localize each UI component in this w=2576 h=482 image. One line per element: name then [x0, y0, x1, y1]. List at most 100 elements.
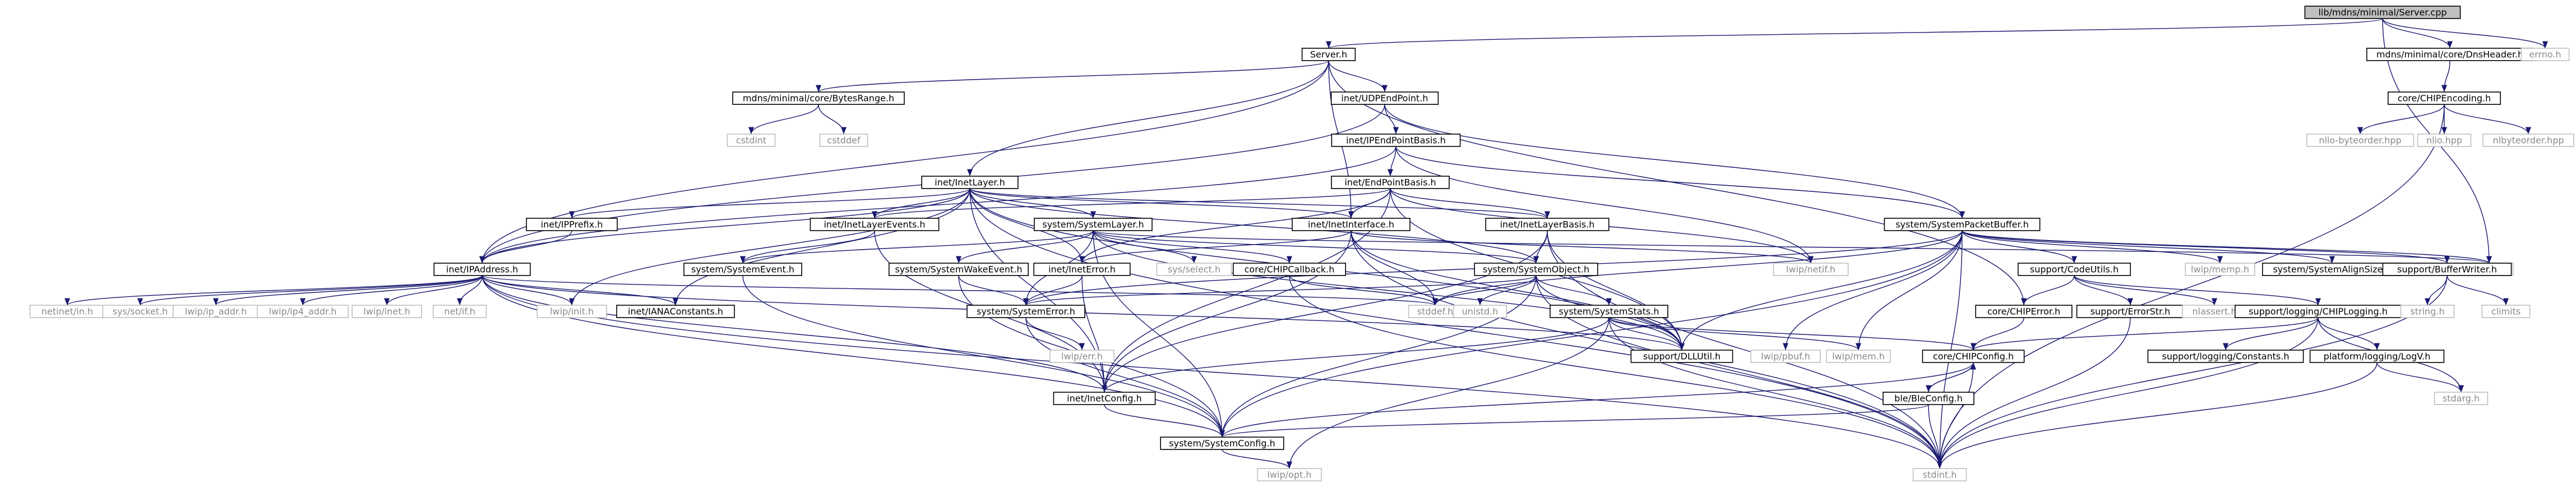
- node-label: system/SystemError.h: [977, 306, 1075, 317]
- node-label: core/CHIPCallback.h: [1245, 264, 1335, 275]
- node-box: [1331, 176, 1450, 189]
- node-box: [1053, 392, 1156, 405]
- edge-inet-inetconfig-h-to-system-systemconfig-h: [1104, 404, 1225, 438]
- node-inet-inetconfig-h[interactable]: inet/InetConfig.h: [1053, 392, 1156, 405]
- edge-platform-logging-logv-h-to-stdarg-h: [2376, 362, 2464, 393]
- node-label: ble/BleConfig.h: [1894, 393, 1963, 404]
- edge-system-systemstats-h-to-stdint-h: [1608, 317, 1943, 469]
- edge-system-systemstats-h-to-core-chipconfig-h: [1608, 317, 1976, 351]
- edge-system-systempacketbuffer-h-to-lwip-pbuf-h: [1782, 230, 1963, 351]
- node-stdarg-h: stdarg.h: [2434, 392, 2489, 405]
- node-box: [616, 305, 735, 318]
- node-label: lwip/pbuf.h: [1761, 351, 1810, 362]
- edge-lib-mdns-minimal-server-cpp-to-errno-h: [2382, 18, 2548, 49]
- edge-ble-bleconfig-h-to-system-systemconfig-h: [1219, 404, 1929, 438]
- node-label: netinet/in.h: [41, 306, 93, 317]
- node-net-if-h: net/if.h: [432, 305, 487, 318]
- node-inet-ipendpointbasis-h[interactable]: inet/IPEndPointBasis.h: [1331, 134, 1461, 147]
- edge-support-logging-chiplogging-h-to-core-chipconfig-h: [1971, 317, 2319, 351]
- edge-support-logging-chiplogging-h-to-support-logging-constants-h: [2223, 317, 2319, 351]
- node-system-systemstats-h[interactable]: system/SystemStats.h: [1550, 305, 1668, 318]
- edge-system-systempacketbuffer-h-to-system-systemalignsize-h: [1962, 230, 2335, 264]
- node-sys-select-h: sys/select.h: [1156, 263, 1232, 276]
- edge-support-codeutils-h-to-nlassert-h: [2074, 275, 2217, 306]
- node-label: inet/InetLayerBasis.h: [1500, 219, 1595, 230]
- node-mdns-minimal-core-bytesrange-h[interactable]: mdns/minimal/core/BytesRange.h: [732, 91, 905, 105]
- edge-inet-ipaddress-h-to-stddef-h: [482, 275, 1438, 306]
- node-lib-mdns-minimal-server-cpp[interactable]: lib/mdns/minimal/Server.cpp: [2304, 6, 2461, 19]
- node-inet-udpendpoint-h[interactable]: inet/UDPEndPoint.h: [1330, 91, 1439, 105]
- node-box: [889, 263, 1029, 276]
- node-label: support/ErrorStr.h: [2091, 306, 2171, 317]
- node-lwip-inet-h: lwip/inet.h: [352, 305, 422, 318]
- node-system-systemalignsize-h[interactable]: system/SystemAlignSize.h: [2262, 263, 2403, 276]
- node-label: platform/logging/LogV.h: [2324, 351, 2431, 362]
- node-label: system/SystemLayer.h: [1042, 219, 1144, 230]
- node-inet-inetinterface-h[interactable]: inet/InetInterface.h: [1292, 218, 1410, 231]
- node-box: [1257, 468, 1322, 481]
- node-system-systempacketbuffer-h[interactable]: system/SystemPacketBuffer.h: [1884, 218, 2041, 231]
- node-cstdint: cstdint: [727, 134, 776, 147]
- node-support-logging-chiplogging-h[interactable]: support/logging/CHIPLogging.h: [2235, 305, 2402, 318]
- edge-inet-inetinterface-h-to-support-dllutil-h: [1351, 230, 1685, 351]
- node-system-systemwakeevent-h[interactable]: system/SystemWakeEvent.h: [889, 263, 1029, 276]
- edge-inet-inetinterface-h-to-stddef-h: [1351, 230, 1439, 306]
- edge-inet-udpendpoint-h-to-system-systempacketbuffer-h: [1384, 104, 1965, 219]
- node-box: [257, 305, 349, 318]
- edge-layer: [64, 18, 2548, 469]
- node-lwip-pbuf-h: lwip/pbuf.h: [1750, 350, 1821, 363]
- node-label: support/logging/CHIPLogging.h: [2249, 306, 2388, 317]
- node-label: support/CodeUtils.h: [2030, 264, 2119, 275]
- edge-inet-inetlayer-h-to-inet-inetlayerbasis-h: [969, 188, 1550, 219]
- node-label: system/SystemObject.h: [1483, 264, 1589, 275]
- edge-inet-inetlayer-h-to-inet-ianaconstants-h: [673, 188, 970, 306]
- node-core-chipconfig-h[interactable]: core/CHIPConfig.h: [1922, 350, 2025, 363]
- node-box: [1301, 48, 1356, 61]
- edge-support-bufferwriter-h-to-climits: [2446, 275, 2509, 306]
- edge-lib-mdns-minimal-server-cpp-to-server-h: [1326, 18, 2383, 49]
- node-inet-ipaddress-h[interactable]: inet/IPAddress.h: [433, 263, 531, 276]
- edge-system-systemlayer-h-to-system-systemwakeevent-h: [956, 230, 1094, 264]
- node-box: [2309, 350, 2445, 363]
- node-system-systemconfig-h[interactable]: system/SystemConfig.h: [1160, 437, 1284, 450]
- node-support-dllutil-h[interactable]: support/DLLUtil.h: [1630, 350, 1733, 363]
- node-inet-ineterror-h[interactable]: inet/InetError.h: [1033, 263, 1131, 276]
- node-core-chipcallback-h[interactable]: core/CHIPCallback.h: [1233, 263, 1347, 276]
- node-system-systemlayer-h[interactable]: system/SystemLayer.h: [1034, 218, 1153, 231]
- node-mdns-minimal-core-dnsheader-h[interactable]: mdns/minimal/core/DnsHeader.h: [2366, 48, 2533, 61]
- edge-inet-ineterror-h-to-inet-inetconfig-h: [1081, 275, 1108, 393]
- node-inet-inetlayerevents-h[interactable]: inet/InetLayerEvents.h: [810, 218, 940, 231]
- node-support-errorstr-h[interactable]: support/ErrorStr.h: [2076, 305, 2185, 318]
- edge-server-h-to-core-chiperror-h: [1328, 60, 2027, 306]
- node-inet-endpointbasis-h[interactable]: inet/EndPointBasis.h: [1331, 176, 1450, 189]
- node-core-chiperror-h[interactable]: core/CHIPError.h: [1975, 305, 2073, 318]
- node-nlio-byteorder-hpp: nlio-byteorder.hpp: [2306, 134, 2415, 147]
- node-support-logging-constants-h[interactable]: support/logging/Constants.h: [2147, 350, 2304, 363]
- node-inet-ipprefix-h[interactable]: inet/IPPrefix.h: [526, 218, 618, 231]
- node-support-bufferwriter-h[interactable]: support/BufferWriter.h: [2382, 263, 2512, 276]
- node-inet-inetlayer-h[interactable]: inet/InetLayer.h: [921, 176, 1019, 189]
- node-server-h[interactable]: Server.h: [1301, 48, 1356, 61]
- edge-platform-logging-logv-h-to-stdint-h: [1937, 362, 2378, 469]
- node-system-systemerror-h[interactable]: system/SystemError.h: [966, 305, 1085, 318]
- node-lwip-mem-h: lwip/mem.h: [1826, 350, 1891, 363]
- edge-system-systemlayer-h-to-sys-select-h: [1093, 230, 1197, 264]
- node-system-systemevent-h[interactable]: system/SystemEvent.h: [683, 263, 802, 276]
- node-support-codeutils-h[interactable]: support/CodeUtils.h: [2018, 263, 2131, 276]
- node-label: unistd.h: [1462, 306, 1499, 317]
- node-platform-logging-logv-h[interactable]: platform/logging/LogV.h: [2309, 350, 2445, 363]
- node-box: [2382, 263, 2512, 276]
- node-system-systemobject-h[interactable]: system/SystemObject.h: [1474, 263, 1598, 276]
- node-ble-bleconfig-h[interactable]: ble/BleConfig.h: [1883, 392, 1974, 405]
- node-inet-inetlayerbasis-h[interactable]: inet/InetLayerBasis.h: [1485, 218, 1610, 231]
- node-label: inet/IANAConstants.h: [628, 306, 723, 317]
- node-label: inet/UDPEndPoint.h: [1341, 93, 1428, 104]
- node-inet-ianaconstants-h[interactable]: inet/IANAConstants.h: [616, 305, 735, 318]
- node-core-chipencoding-h[interactable]: core/CHIPEncoding.h: [2387, 91, 2501, 105]
- edge-support-logging-chiplogging-h-to-platform-logging-logv-h: [2318, 317, 2380, 351]
- node-box: [1049, 350, 1114, 363]
- node-label: support/logging/Constants.h: [2162, 351, 2290, 362]
- edge-inet-ipaddress-h-to-lwip-ip4-addr-h: [300, 275, 483, 306]
